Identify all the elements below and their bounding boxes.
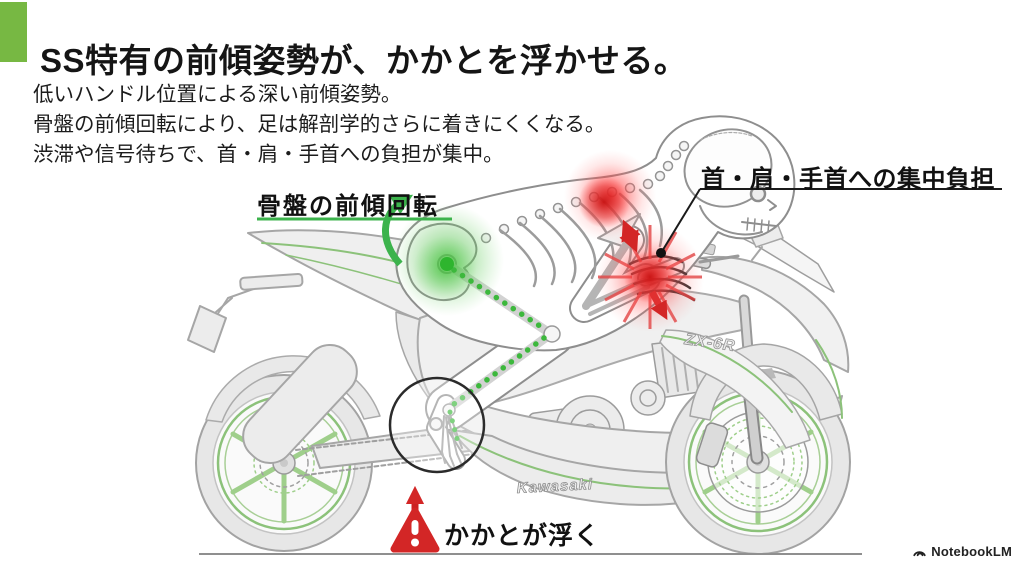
- license-hanger: [187, 272, 304, 353]
- hip-joint-dot: [440, 257, 454, 271]
- pelvis-annotations: [382, 194, 549, 449]
- warning-triangle-icon: [390, 507, 440, 553]
- exhaust-muffler: [242, 343, 358, 465]
- intro-text: 低いハンドル位置による深い前傾姿勢。 骨盤の前傾回転により、足は解剖学的さらに着…: [33, 80, 605, 170]
- heel-callout-label: かかとが浮く: [444, 522, 601, 550]
- upperbody-leader-line: [660, 188, 701, 254]
- skull: [683, 128, 777, 236]
- page-title: SS特有の前傾姿勢が、かかとを浮かせる。: [40, 42, 688, 80]
- upperbody-callout-label: 首・肩・手首への集中負担: [701, 166, 995, 193]
- notebooklm-brand-text: NotebookLM: [931, 544, 1012, 559]
- callout-lines: [199, 188, 1002, 555]
- kawasaki-logo-text: Kawasaki: [516, 476, 593, 497]
- foot-bones: [429, 414, 463, 467]
- pelvis-rotation-arrow: [382, 194, 414, 267]
- foot-highlight-circle: [388, 376, 486, 474]
- intro-line: 骨盤の前傾回転により、足は解剖学的さらに着きにくくなる。: [33, 113, 606, 136]
- intro-line: 低いハンドル位置による深い前傾姿勢。: [33, 83, 402, 106]
- title-accent-bar: [0, 2, 27, 62]
- upperbody-leader-dot: [656, 248, 666, 258]
- motorcycle-illustration: Kawasaki: [187, 219, 851, 555]
- notebooklm-logo-icon: [913, 551, 926, 557]
- neck-wrist-double-arrow: [619, 219, 641, 253]
- wrist-load-arrow: [648, 290, 668, 320]
- footer-brand: NotebookLM: [912, 544, 1012, 559]
- intro-line: 渋滞や信号待ちで、首・肩・手首への負担が集中。: [33, 143, 504, 166]
- pelvis-callout-label: 骨盤の前傾回転: [257, 193, 439, 220]
- stress-annotations: [564, 150, 704, 332]
